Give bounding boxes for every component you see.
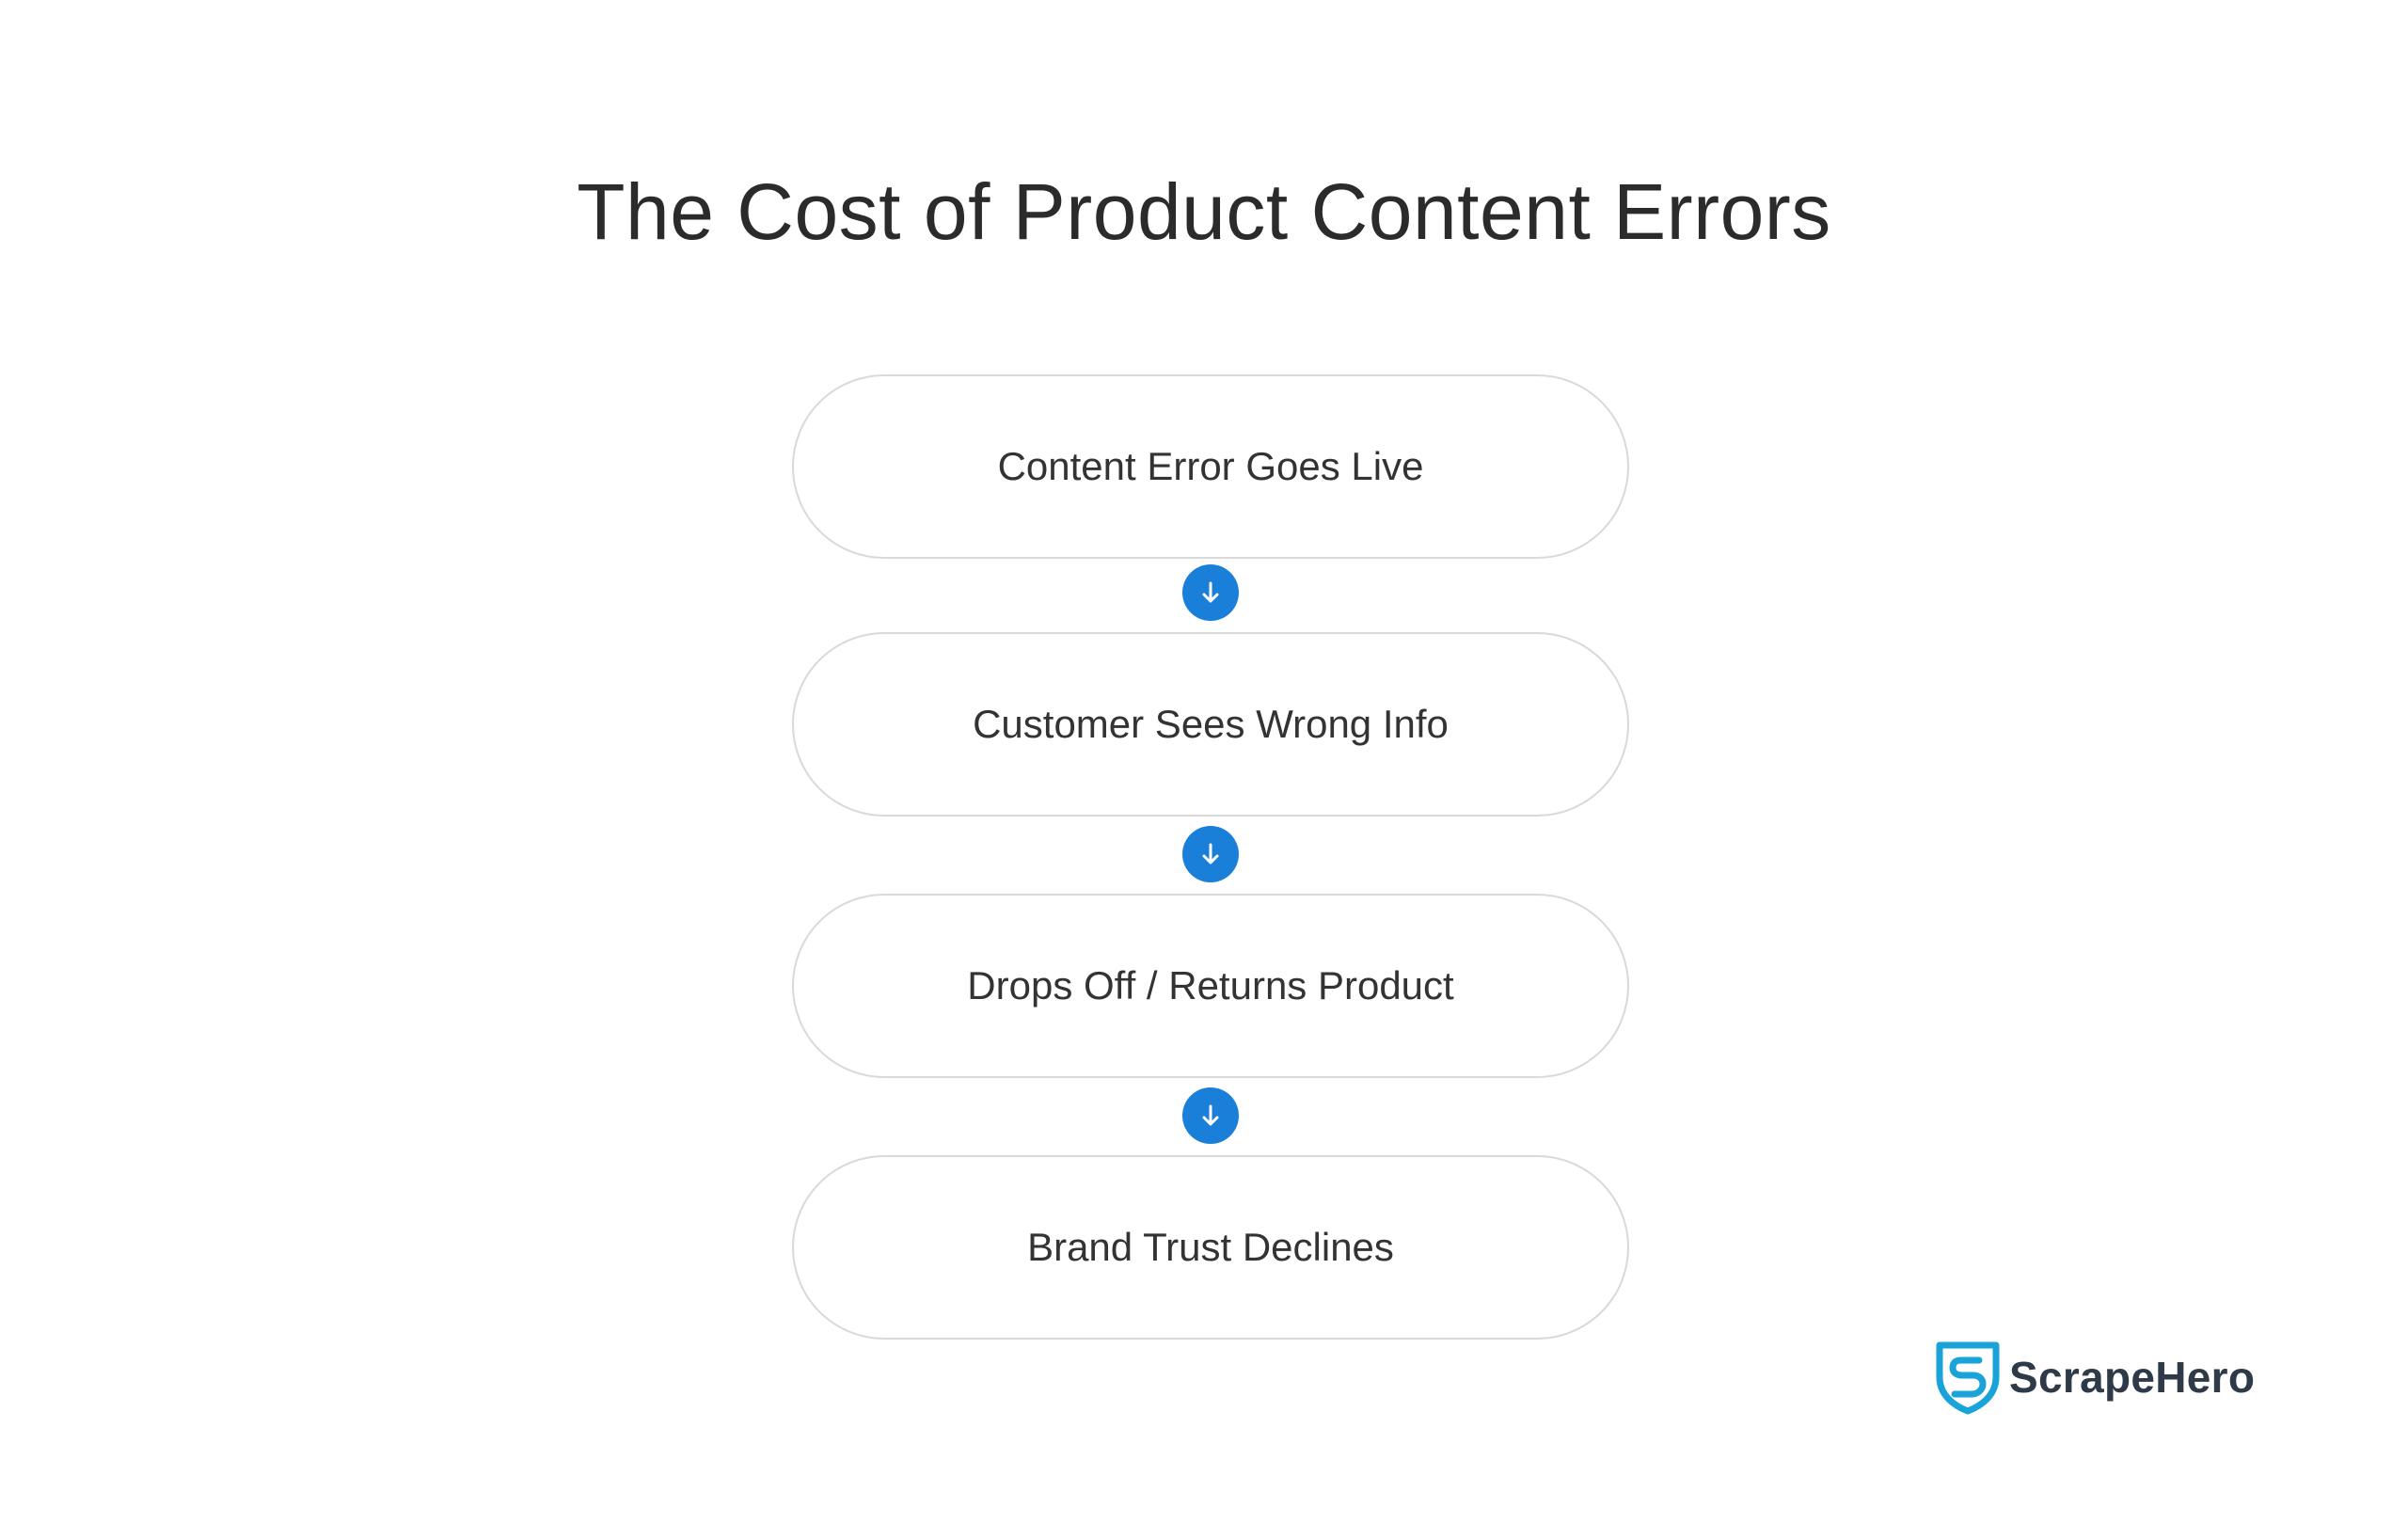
flow-step-label: Content Error Goes Live	[997, 444, 1424, 488]
scrapehero-logo: ScrapeHero	[1934, 1340, 2255, 1415]
flow-step-label: Brand Trust Declines	[1027, 1225, 1394, 1269]
flow-step-label: Customer Sees Wrong Info	[973, 702, 1449, 746]
flow-step-customer-sees: Customer Sees Wrong Info	[792, 632, 1629, 817]
flow-step-brand-trust: Brand Trust Declines	[792, 1155, 1629, 1340]
arrow-down-icon	[1182, 1087, 1239, 1144]
page-title: The Cost of Product Content Errors	[577, 167, 1831, 256]
flow-step-label: Drops Off / Returns Product	[967, 963, 1454, 1007]
arrow-down-icon	[1182, 564, 1239, 621]
arrow-down-glyph	[1202, 581, 1219, 603]
arrow-down-glyph	[1202, 1104, 1219, 1126]
flow-step-content-error: Content Error Goes Live	[792, 374, 1629, 559]
shield-s-icon	[1934, 1340, 2002, 1415]
arrow-down-icon	[1182, 826, 1239, 882]
flow-step-drops-off: Drops Off / Returns Product	[792, 894, 1629, 1078]
logo-wordmark: ScrapeHero	[2009, 1353, 2256, 1402]
arrow-down-glyph	[1202, 843, 1219, 865]
